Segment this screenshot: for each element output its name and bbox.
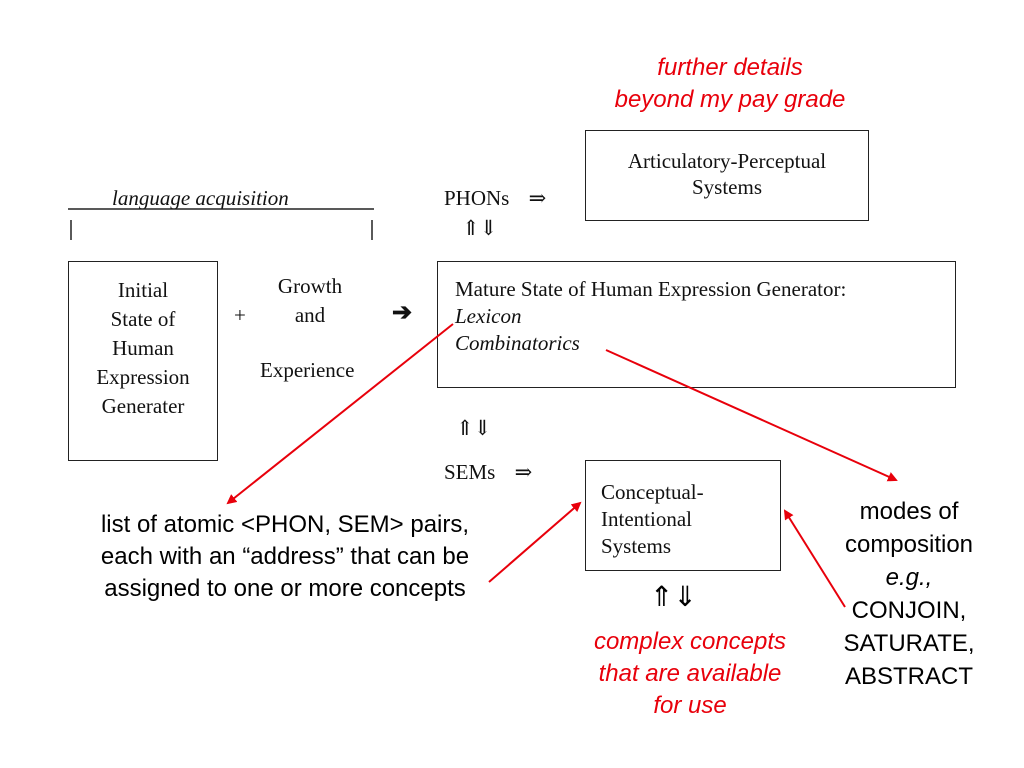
modes-eg-line: e.g.,	[885, 564, 933, 591]
lexicon-label: Lexicon	[455, 304, 522, 328]
updown-arrows-icon: ⇑⇓	[456, 416, 492, 440]
initial-state-line: Generater	[101, 394, 185, 418]
initial-state-box: Initial State of Human Expression Genera…	[68, 261, 218, 461]
further-details-line: further details	[657, 54, 803, 81]
ap-line: Systems	[691, 175, 762, 199]
modes-line: composition	[844, 531, 974, 558]
atomic-pairs-line: assigned to one or more concepts	[104, 575, 466, 602]
plus-sign: +	[234, 303, 246, 327]
phons-label: PHONs ⇒	[444, 186, 546, 211]
mature-state-title: Mature State of Human Expression Generat…	[455, 277, 847, 301]
sems-label: SEMs ⇒	[444, 460, 532, 485]
right-arrow-icon: ➔	[392, 300, 413, 326]
modes-composition-note: modes of composition e.g., CONJOIN, SATU…	[822, 495, 996, 693]
initial-state-line: Expression	[96, 365, 190, 389]
atomic-pairs-line: list of atomic <PHON, SEM> pairs,	[100, 511, 470, 538]
implies-icon: ⇒	[528, 186, 547, 210]
articulatory-perceptual-box: Articulatory-Perceptual Systems	[585, 130, 869, 221]
modes-line: modes of	[859, 498, 959, 525]
conceptual-intentional-box: Conceptual- Intentional Systems	[585, 460, 781, 571]
sems-text: SEMs	[444, 460, 496, 484]
modes-line: CONJOIN,	[851, 597, 967, 624]
ci-line: Intentional	[601, 507, 692, 531]
complex-concepts-line: for use	[653, 692, 727, 719]
combinatorics-label: Combinatorics	[455, 331, 580, 355]
initial-state-line: Initial	[117, 278, 169, 302]
implies-icon: ⇒	[514, 460, 533, 484]
complex-concepts-line: that are available	[598, 660, 782, 687]
atomic-pairs-line: each with an “address” that can be	[100, 543, 470, 570]
lexicon-to-atomic-arrow	[226, 323, 454, 505]
complex-concepts-line: complex concepts	[593, 628, 787, 655]
growth-line: Growth	[277, 274, 343, 298]
further-details-note: further details beyond my pay grade	[560, 52, 900, 116]
and-line: and	[294, 303, 326, 327]
further-details-line: beyond my pay grade	[614, 86, 846, 113]
ci-line: Conceptual-	[601, 480, 704, 504]
initial-state-line: Human	[112, 336, 174, 360]
experience-label: Experience	[260, 358, 355, 382]
ci-line: Systems	[601, 534, 672, 558]
phons-text: PHONs	[444, 186, 510, 210]
atomic-pairs-note: list of atomic <PHON, SEM> pairs, each w…	[50, 509, 520, 605]
growth-and-label: Growth and	[262, 272, 358, 330]
mature-state-box: Mature State of Human Expression Generat…	[437, 261, 956, 388]
initial-state-line: State of	[110, 307, 176, 331]
ap-line: Articulatory-Perceptual	[627, 149, 827, 173]
modes-line: SATURATE,	[843, 630, 975, 657]
language-acquisition-label: language acquisition	[112, 186, 289, 210]
updown-arrows-icon: ⇑⇓	[462, 216, 498, 240]
complex-concepts-note: complex concepts that are available for …	[565, 626, 815, 722]
modes-line: ABSTRACT	[844, 663, 973, 690]
bottom-updown-arrows-icon: ⇑⇓	[650, 581, 697, 612]
